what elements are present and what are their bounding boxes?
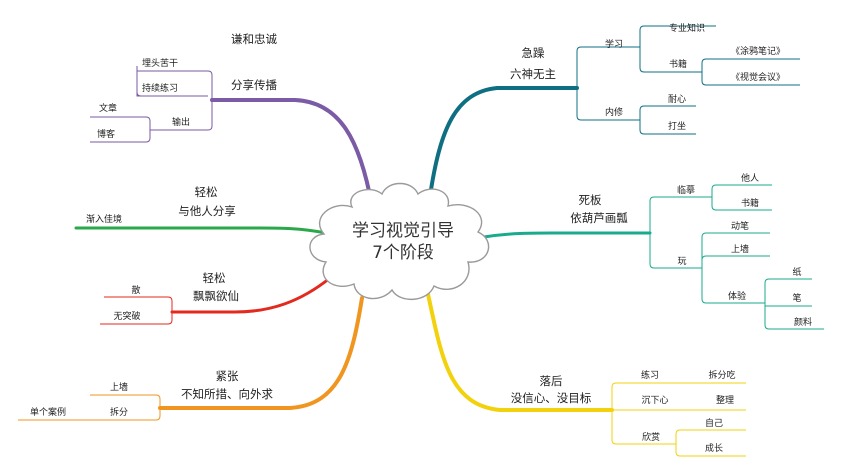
node-appreciate: 欣赏 xyxy=(642,431,660,443)
node-settle: 沉下心 xyxy=(641,395,668,406)
top-left-connectors xyxy=(90,66,213,143)
center-title-line2: 7个阶段 xyxy=(372,243,434,263)
node-start-drawing: 动笔 xyxy=(731,220,749,232)
node-book-doodle: 《涂鸦笔记》 xyxy=(731,45,785,57)
node-self: 自己 xyxy=(705,417,723,429)
node-wall-left: 上墙 xyxy=(110,381,128,393)
right-connectors xyxy=(649,184,824,330)
node-single-case: 单个案例 xyxy=(30,406,66,418)
mid-left-label-line2: 与他人分享 xyxy=(178,204,236,218)
node-experience: 体验 xyxy=(728,290,746,302)
node-book: 书籍 xyxy=(741,197,759,209)
branch-bottom-left-curve xyxy=(158,296,364,410)
node-gradual: 渐入佳境 xyxy=(86,213,122,225)
top-right-label-line1: 急躁 xyxy=(522,46,545,60)
bottom-left-connectors xyxy=(18,394,161,421)
right-label-line1: 死板 xyxy=(579,193,602,207)
branch-right-curve xyxy=(482,231,652,239)
node-wall: 上墙 xyxy=(731,243,749,255)
center-cloud xyxy=(309,182,490,300)
bottom-left-label-line2: 不知所措、向外求 xyxy=(181,387,273,401)
node-split-left: 拆分 xyxy=(110,406,128,418)
node-paper: 纸 xyxy=(792,266,801,278)
node-split-eat: 拆分吃 xyxy=(708,369,735,381)
node-others: 他人 xyxy=(741,172,759,184)
node-scatter: 散 xyxy=(131,284,140,296)
mid-low-left-label-line1: 轻松 xyxy=(203,271,226,285)
branch-bottom-right-curve xyxy=(426,292,614,412)
node-inner: 内修 xyxy=(605,106,623,118)
branch-mid-left-curve xyxy=(74,226,328,235)
node-paint: 颜料 xyxy=(794,316,812,328)
mid-low-left-connectors xyxy=(100,296,173,325)
node-book-visual-meetings: 《视觉会议》 xyxy=(731,71,785,83)
node-patience: 耐心 xyxy=(668,93,686,105)
center-title-line1: 学习视觉引导 xyxy=(352,221,454,241)
node-keep-practicing: 持续练习 xyxy=(142,82,178,94)
node-meditate: 打坐 xyxy=(668,120,686,132)
node-play: 玩 xyxy=(677,256,686,267)
node-grow: 成长 xyxy=(705,442,723,454)
top-left-label-line1: 谦和忠诚 xyxy=(231,32,277,46)
branch-top-right-curve xyxy=(428,86,579,198)
node-no-breakthrough: 无突破 xyxy=(113,310,140,322)
bottom-right-label-line1: 落后 xyxy=(540,374,563,388)
node-article: 文章 xyxy=(99,102,117,114)
bottom-right-connectors xyxy=(611,382,746,457)
node-hard-work: 埋头苦干 xyxy=(142,57,178,69)
top-left-label-line2: 分享传播 xyxy=(231,78,277,92)
node-output: 输出 xyxy=(172,116,190,128)
mid-low-left-label-line2: 飘飘欲仙 xyxy=(193,289,239,303)
node-pen: 笔 xyxy=(792,292,801,304)
node-copy: 临摹 xyxy=(677,184,695,196)
bottom-right-label-line2: 没信心、没目标 xyxy=(511,391,592,405)
node-blog: 博客 xyxy=(97,128,115,140)
mid-left-label-line1: 轻松 xyxy=(195,185,218,199)
right-label-line2: 依葫芦画瓢 xyxy=(570,211,628,225)
top-right-connectors xyxy=(576,25,800,135)
node-organize: 整理 xyxy=(716,394,734,406)
branch-top-left-curve xyxy=(210,98,374,208)
node-practice: 练习 xyxy=(641,369,659,381)
node-major: 专业知识 xyxy=(669,22,705,34)
bottom-left-label-line1: 紧张 xyxy=(216,369,239,383)
top-right-label-line2: 六神无主 xyxy=(510,67,556,81)
node-study: 学习 xyxy=(605,38,623,50)
branch-mid-low-left-curve xyxy=(170,276,332,314)
node-books: 书籍 xyxy=(669,58,687,70)
